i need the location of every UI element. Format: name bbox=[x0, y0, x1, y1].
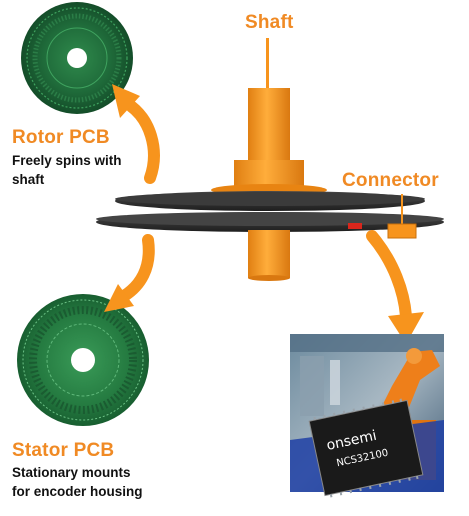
rotor-pcb-description: Freely spins with shaft bbox=[12, 151, 122, 189]
chip-curved-arrow-icon bbox=[366, 230, 424, 344]
stator-desc-line-1: Stationary mounts bbox=[12, 465, 131, 480]
stator-pcb-description: Stationary mounts for encoder housing bbox=[12, 463, 143, 501]
rotor-desc-line-1: Freely spins with bbox=[12, 153, 122, 168]
stator-curved-arrow-icon bbox=[104, 234, 155, 312]
stator-pcb-title: Stator PCB bbox=[12, 440, 115, 461]
rotor-desc-line-2: shaft bbox=[12, 172, 45, 187]
rotor-pcb-title: Rotor PCB bbox=[12, 127, 110, 148]
chip-photo: onsemi NCS32100 bbox=[290, 334, 444, 498]
shaft-label: Shaft bbox=[245, 12, 294, 33]
rotor-curved-arrow-icon bbox=[112, 84, 160, 184]
connector-label: Connector bbox=[342, 170, 439, 191]
stator-pcb-image bbox=[17, 294, 149, 426]
connector-block bbox=[387, 194, 417, 239]
rotor-disc bbox=[115, 191, 425, 211]
stator-disc bbox=[96, 212, 444, 232]
stator-desc-line-2: for encoder housing bbox=[12, 484, 143, 499]
shaft-assembly bbox=[211, 38, 327, 196]
shaft-lower bbox=[248, 230, 290, 281]
rotor-pcb-image bbox=[21, 2, 133, 114]
